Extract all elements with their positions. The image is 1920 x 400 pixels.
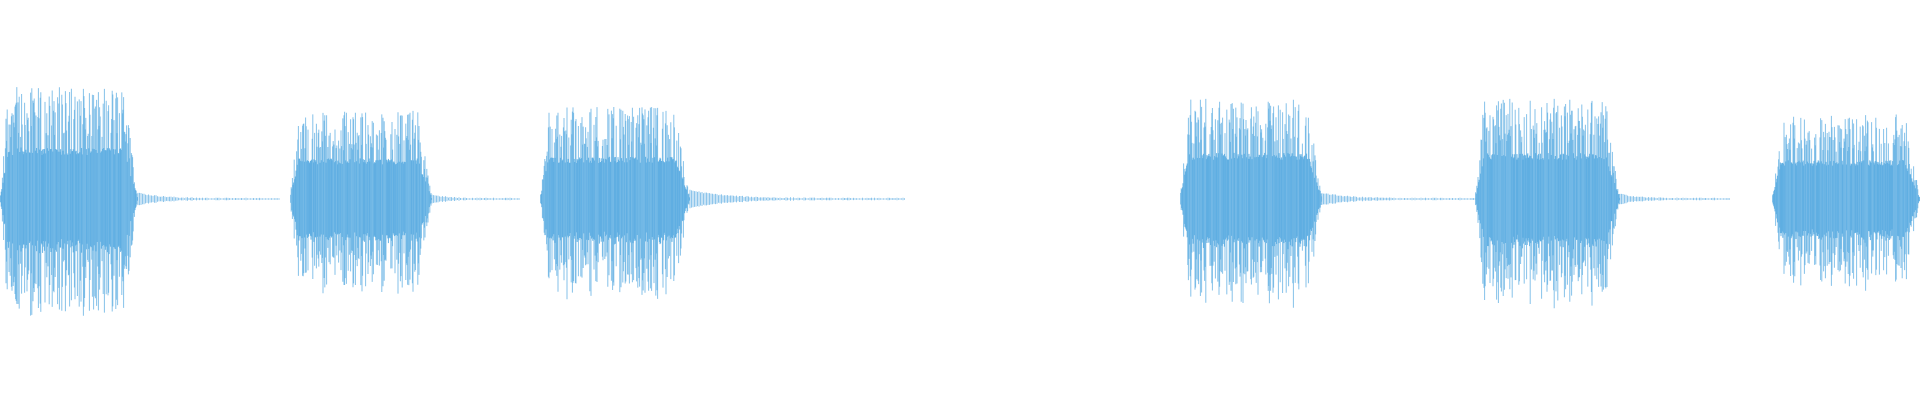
waveform-view bbox=[0, 87, 1920, 316]
audio-waveform bbox=[0, 87, 1920, 316]
